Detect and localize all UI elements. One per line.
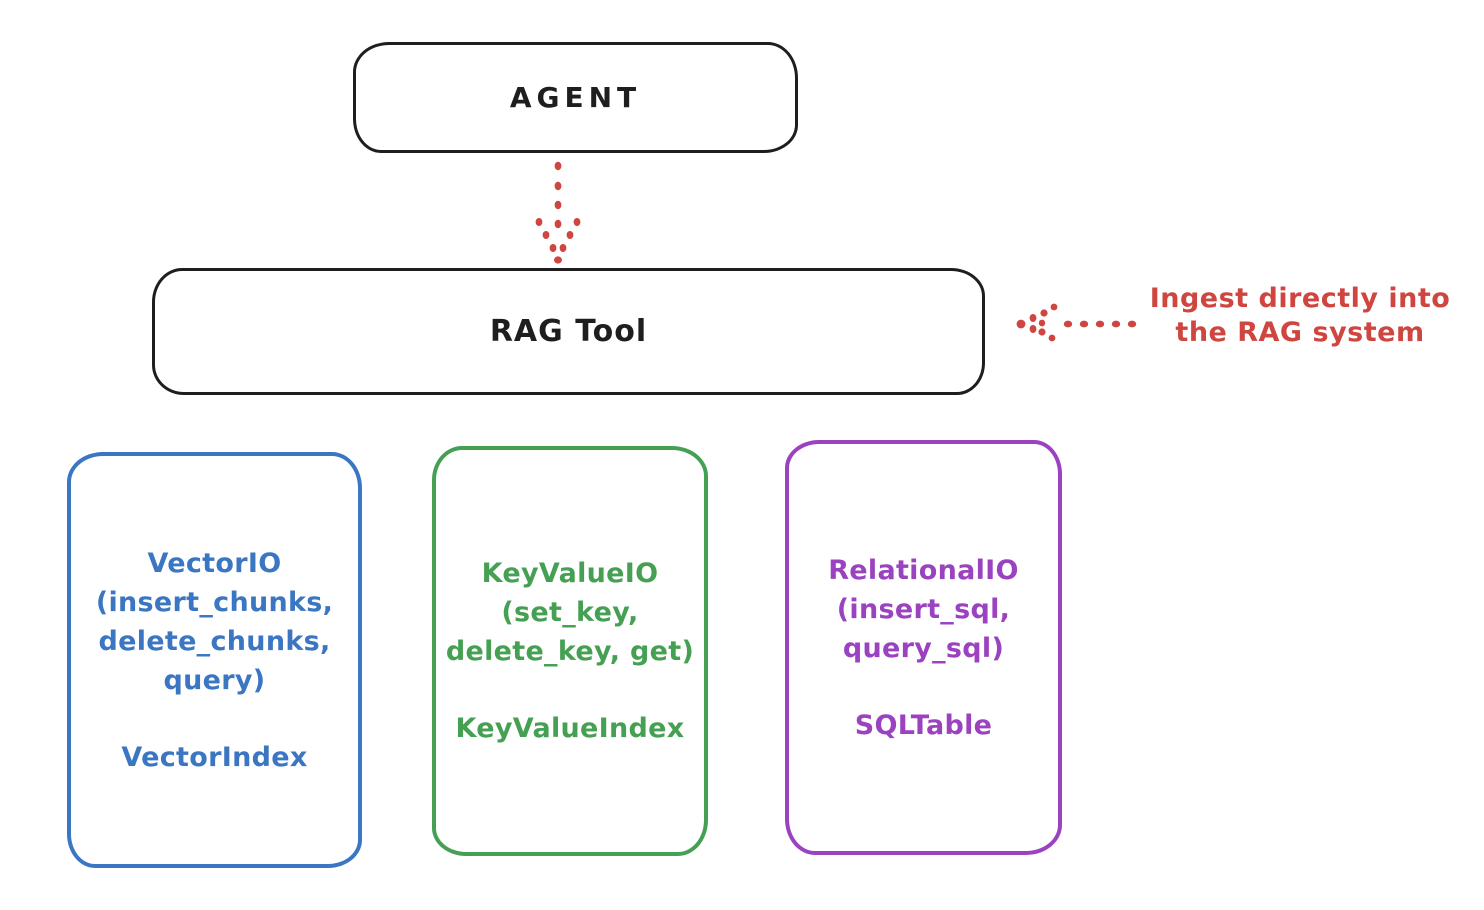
keyvalue-io-line: (set_key,	[501, 597, 639, 628]
relational-io-line: (insert_sql,	[836, 593, 1011, 625]
relational-io-line: query_sql)	[842, 632, 1005, 664]
rag-tool-node: RAG Tool	[152, 268, 985, 395]
vector-io-node: VectorIO (insert_chunks, delete_chunks, …	[67, 452, 362, 868]
keyvalue-index-label: KeyValueIndex	[455, 713, 685, 744]
dotted-arrow-left-icon	[1016, 303, 1137, 342]
dotted-arrow-down-icon	[535, 161, 581, 264]
keyvalue-io-line: delete_key, get)	[445, 636, 695, 667]
vector-io-line: delete_chunks,	[98, 625, 331, 657]
agent-node: AGENT	[353, 42, 798, 153]
vector-index-label: VectorIndex	[121, 741, 308, 773]
annotation-ingest: Ingest directly into the RAG system	[1128, 282, 1472, 350]
relational-io-line: RelationalIO	[828, 554, 1019, 586]
vector-io-line: query)	[163, 664, 266, 696]
vector-io-line: (insert_chunks,	[95, 586, 334, 618]
agent-node-label: AGENT	[509, 81, 642, 114]
keyvalue-io-node: KeyValueIO (set_key, delete_key, get) Ke…	[432, 446, 708, 856]
relational-index-label: SQLTable	[854, 709, 993, 741]
relational-io-node: RelationalIO (insert_sql, query_sql) SQL…	[785, 440, 1062, 855]
rag-tool-node-label: RAG Tool	[489, 314, 648, 349]
annotation-line-2: the RAG system	[1175, 317, 1425, 348]
keyvalue-io-line: KeyValueIO	[481, 558, 659, 589]
annotation-line-1: Ingest directly into	[1149, 283, 1451, 314]
vector-io-line: VectorIO	[147, 547, 282, 579]
